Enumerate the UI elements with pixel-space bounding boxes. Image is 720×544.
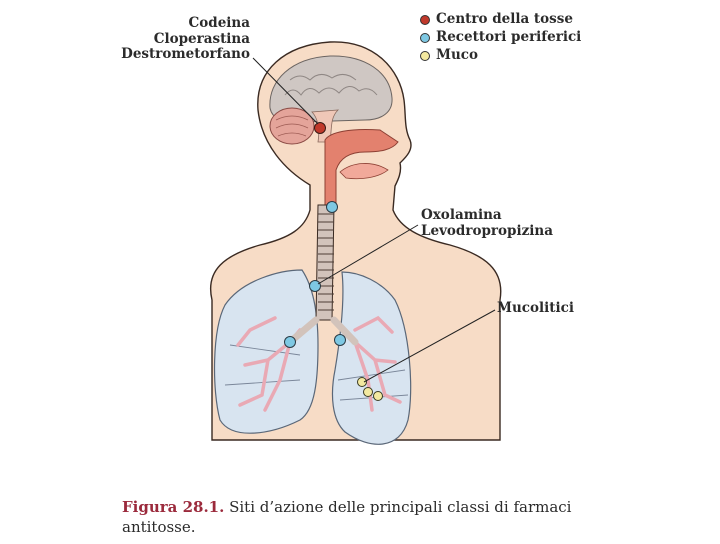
cough-center-dot xyxy=(315,123,326,134)
receptor-dot-left-bronchus xyxy=(285,337,296,348)
central-drug-labels: Codeina Cloperastina Destrometorfano xyxy=(120,16,250,63)
legend-item-receptors: Recettori periferici xyxy=(420,30,581,46)
mucus-dot-1 xyxy=(358,378,367,387)
legend-label: Muco xyxy=(436,48,478,64)
legend-item-mucus: Muco xyxy=(420,48,478,64)
blue-dot-icon xyxy=(420,33,430,43)
legend-item-cough-center: Centro della tosse xyxy=(420,12,573,28)
drug-oxolamina: Oxolamina xyxy=(421,208,553,224)
mucus-dot-3 xyxy=(374,392,383,401)
figure-caption: Figura 28.1. Siti d’azione delle princip… xyxy=(122,497,592,537)
drug-codeina: Codeina xyxy=(120,16,250,32)
receptor-dot-trachea xyxy=(310,281,321,292)
legend-label: Recettori periferici xyxy=(436,30,581,46)
drug-destrometorfano: Destrometorfano xyxy=(120,47,250,63)
mucus-dot-2 xyxy=(364,388,373,397)
receptor-dot-larynx xyxy=(327,202,338,213)
drug-cloperastina: Cloperastina xyxy=(120,32,250,48)
yellow-dot-icon xyxy=(420,51,430,61)
red-dot-icon xyxy=(420,15,430,25)
figure-number: Figura 28.1. xyxy=(122,498,224,516)
peripheral-drug-labels: Oxolamina Levodropropizina xyxy=(421,208,553,239)
drug-levodropropizina: Levodropropizina xyxy=(421,224,553,240)
legend-label: Centro della tosse xyxy=(436,12,573,28)
receptor-dot-right-bronchus xyxy=(335,335,346,346)
label-mucolitici: Mucolitici xyxy=(497,301,574,317)
